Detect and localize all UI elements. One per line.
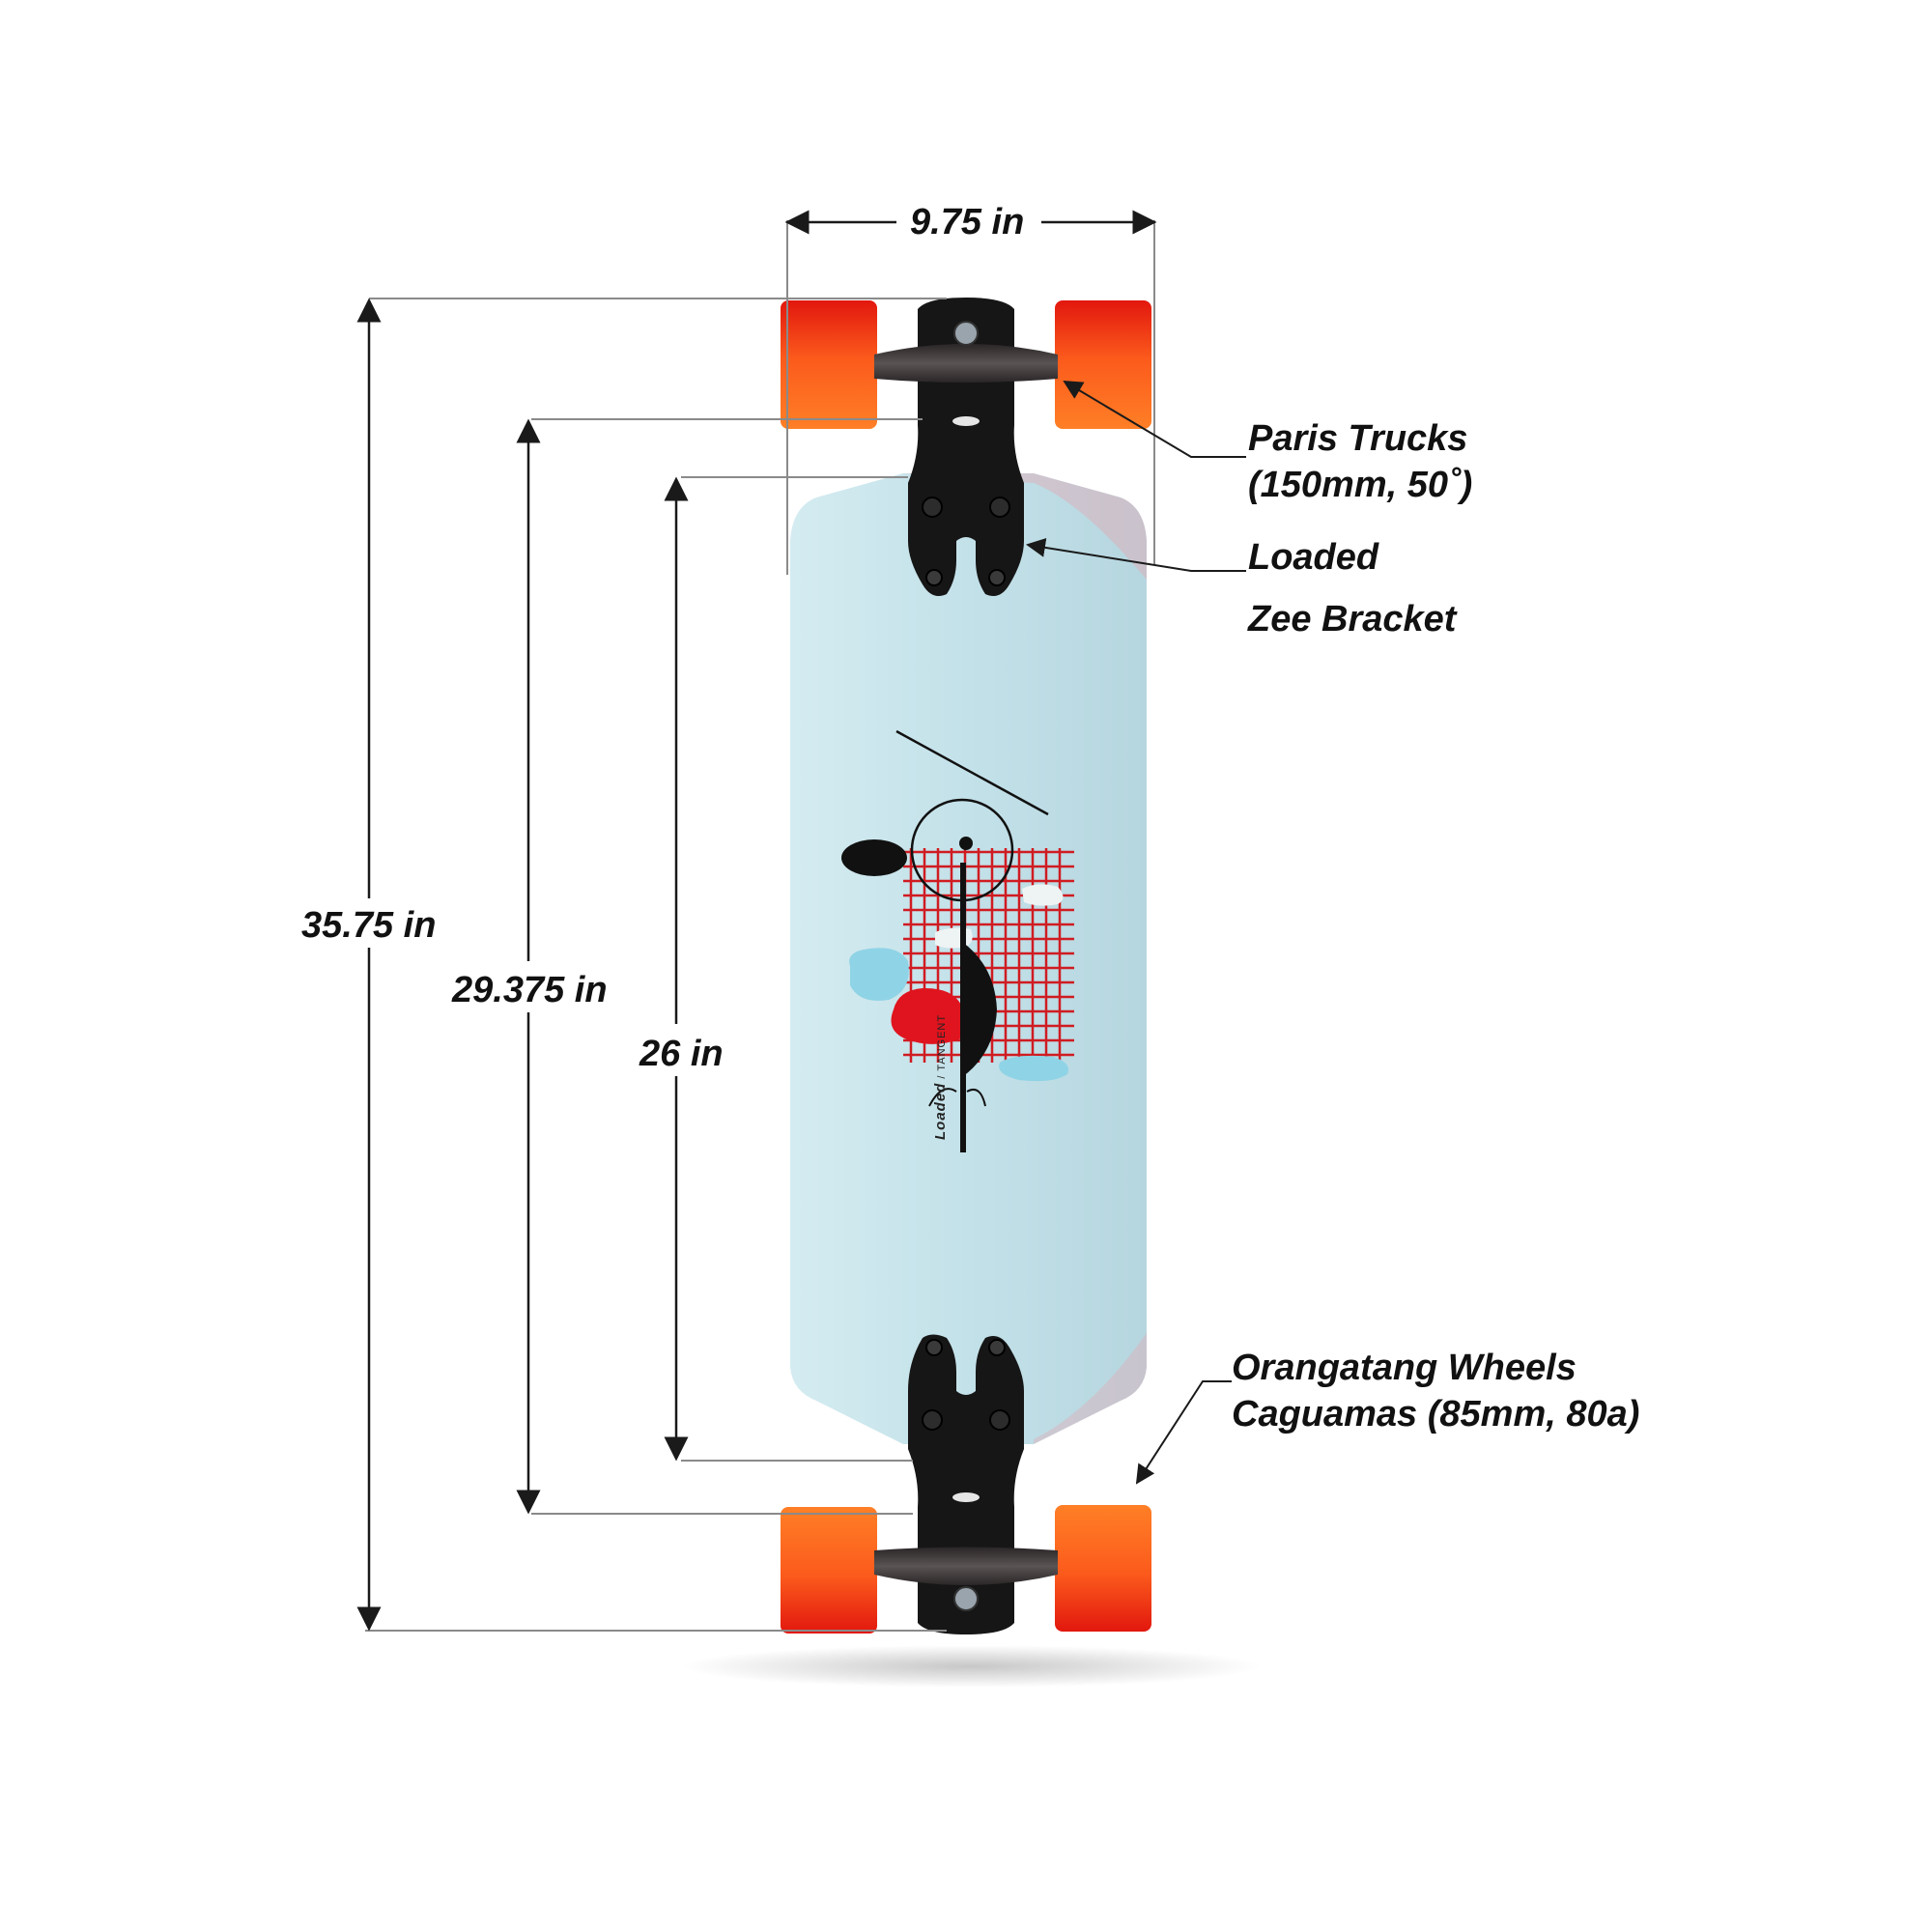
bracket-leader-line (1026, 537, 1246, 572)
dimension-arrows (356, 210, 1157, 1632)
kingpin-nut (953, 321, 979, 346)
callout-wheels-line2: Caguamas (85mm, 80a) (1232, 1394, 1640, 1435)
front-truck-assembly (781, 298, 1151, 597)
callout-leaders (1026, 380, 1246, 1485)
blue-paint-blob (849, 948, 909, 1001)
ground-shadow (681, 1645, 1261, 1688)
tangent-line (895, 729, 1049, 816)
rear-truck-assembly (781, 1334, 1151, 1634)
black-dot (959, 837, 973, 850)
callout-bracket: Loaded Zee Bracket (1248, 526, 1456, 650)
callout-trucks-line2: (150mm, 50˚) (1248, 465, 1473, 505)
width-dimension-label: 9.75 in (904, 200, 1031, 244)
deck-model-text: TANGENT (936, 1013, 948, 1071)
blue-paint-blob (999, 1055, 1068, 1082)
trucks-leader-line (1063, 380, 1246, 458)
deck-brand-text: Loaded (932, 1082, 949, 1140)
wheel (781, 300, 877, 429)
white-paint-blob (935, 927, 973, 949)
wheels-leader-line (1135, 1380, 1232, 1485)
extension-lines (365, 220, 1155, 1632)
callout-bracket-line1: Loaded (1248, 537, 1379, 578)
wheel (1055, 1505, 1151, 1632)
truck-hanger (874, 1547, 1058, 1585)
deck-artwork (841, 729, 1074, 1152)
callout-wheels-line1: Orangatang Wheels (1232, 1348, 1577, 1388)
white-paint-blob (1022, 884, 1064, 906)
truck-hanger (874, 344, 1058, 383)
wheelbase-label: 26 in (634, 1032, 729, 1076)
vertical-bar (960, 863, 966, 1152)
red-paint-blob (891, 987, 961, 1044)
deck-logo: Loaded / TANGENT (932, 1014, 949, 1140)
callout-trucks: Paris Trucks (150mm, 50˚) (1248, 415, 1472, 508)
callout-wheels: Orangatang Wheels Caguamas (85mm, 80a) (1232, 1345, 1639, 1437)
callout-bracket-line2: Zee Bracket (1248, 599, 1457, 639)
wheelbase-outer-label: 29.375 in (446, 968, 613, 1012)
small-arc (928, 1088, 957, 1107)
black-half-moon (962, 942, 997, 1077)
callout-trucks-line1: Paris Trucks (1248, 418, 1468, 459)
overall-length-label: 35.75 in (296, 903, 442, 948)
kingpin-nut (953, 1586, 979, 1611)
deck-separator: / (936, 1074, 948, 1079)
black-oval (841, 839, 907, 876)
small-arc (966, 1088, 986, 1107)
wheel (781, 1507, 877, 1634)
wheel (1055, 300, 1151, 429)
